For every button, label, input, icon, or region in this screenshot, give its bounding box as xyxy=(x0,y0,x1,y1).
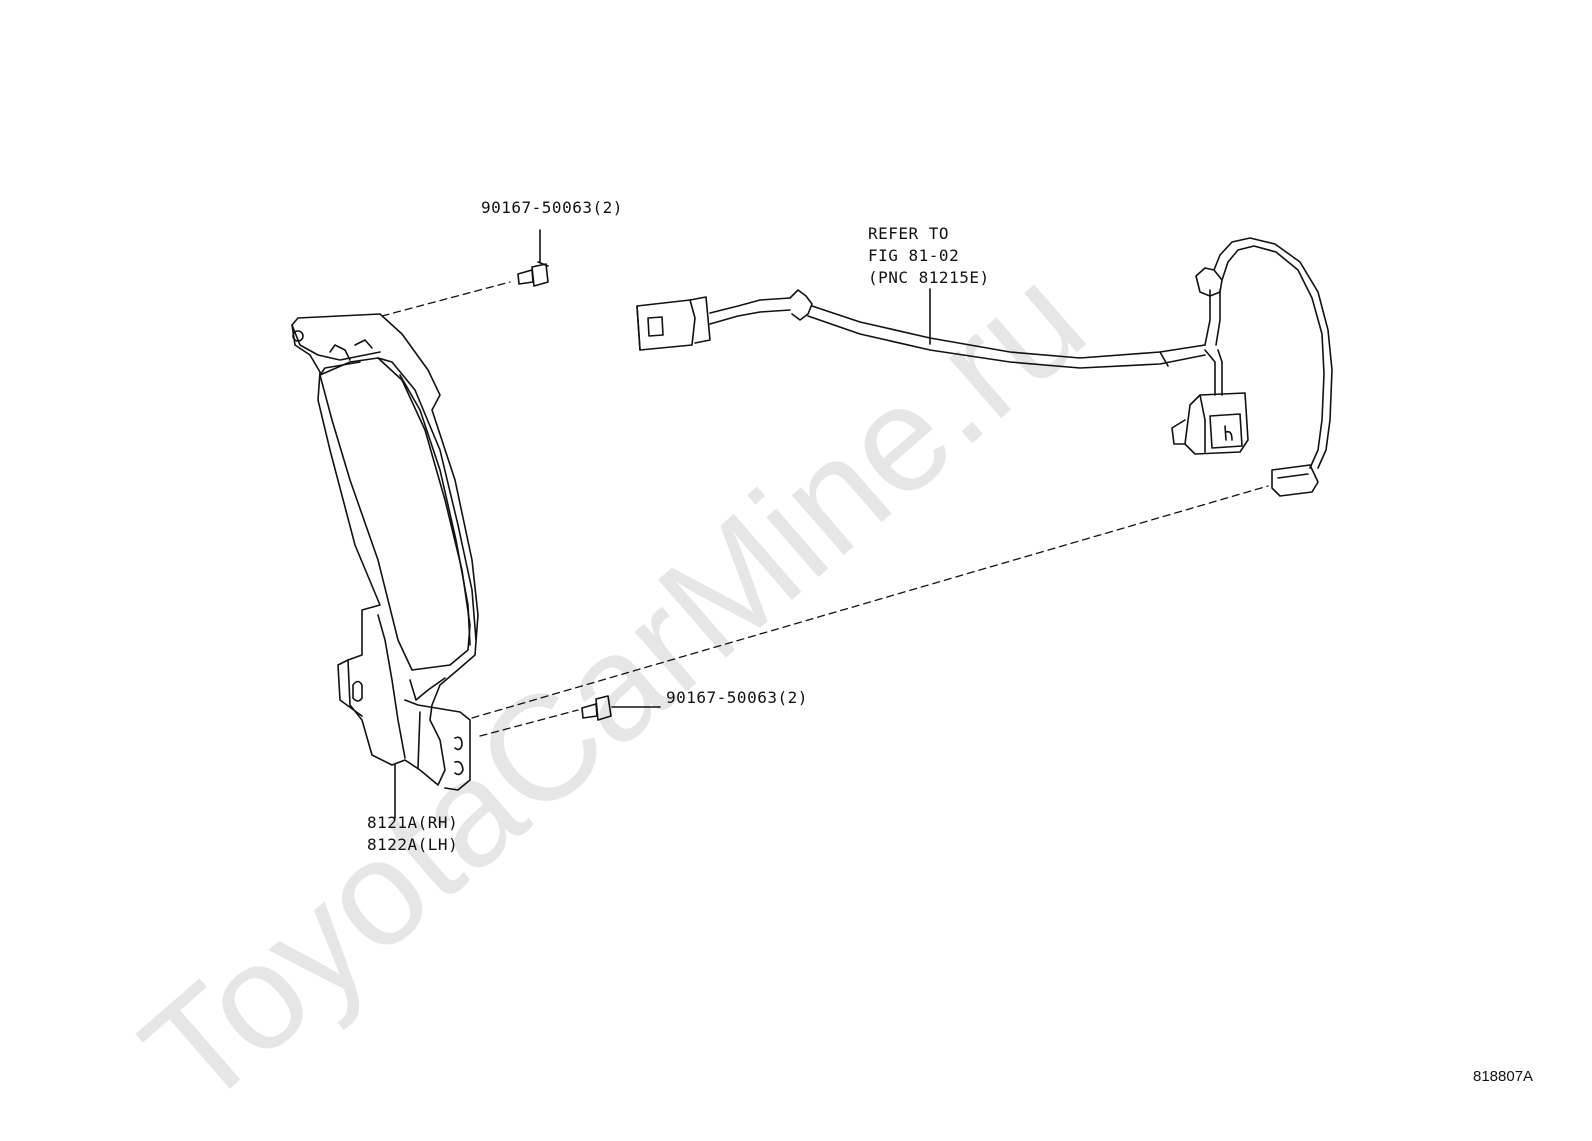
diagram-code: 818807A xyxy=(1473,1068,1534,1085)
parts-diagram: ToyotaCarMine.ru xyxy=(111,198,1534,1138)
wire-harness xyxy=(636,237,1333,497)
diagram-drawing xyxy=(291,229,1333,819)
bolt-bottom xyxy=(581,695,661,721)
refer-line-3: (PNC 81215E) xyxy=(868,268,990,287)
refer-line-2: FIG 81-02 xyxy=(868,246,960,265)
bolt-top xyxy=(517,229,549,287)
lamp-assembly xyxy=(291,313,479,791)
bolt-top-label: 90167-50063(2) xyxy=(481,198,623,217)
part-number-rh: 8121A(RH) xyxy=(367,813,459,832)
refer-line-1: REFER TO xyxy=(868,224,950,243)
bolt-bottom-label: 90167-50063(2) xyxy=(666,688,808,707)
part-number-lh: 8122A(LH) xyxy=(367,835,459,854)
